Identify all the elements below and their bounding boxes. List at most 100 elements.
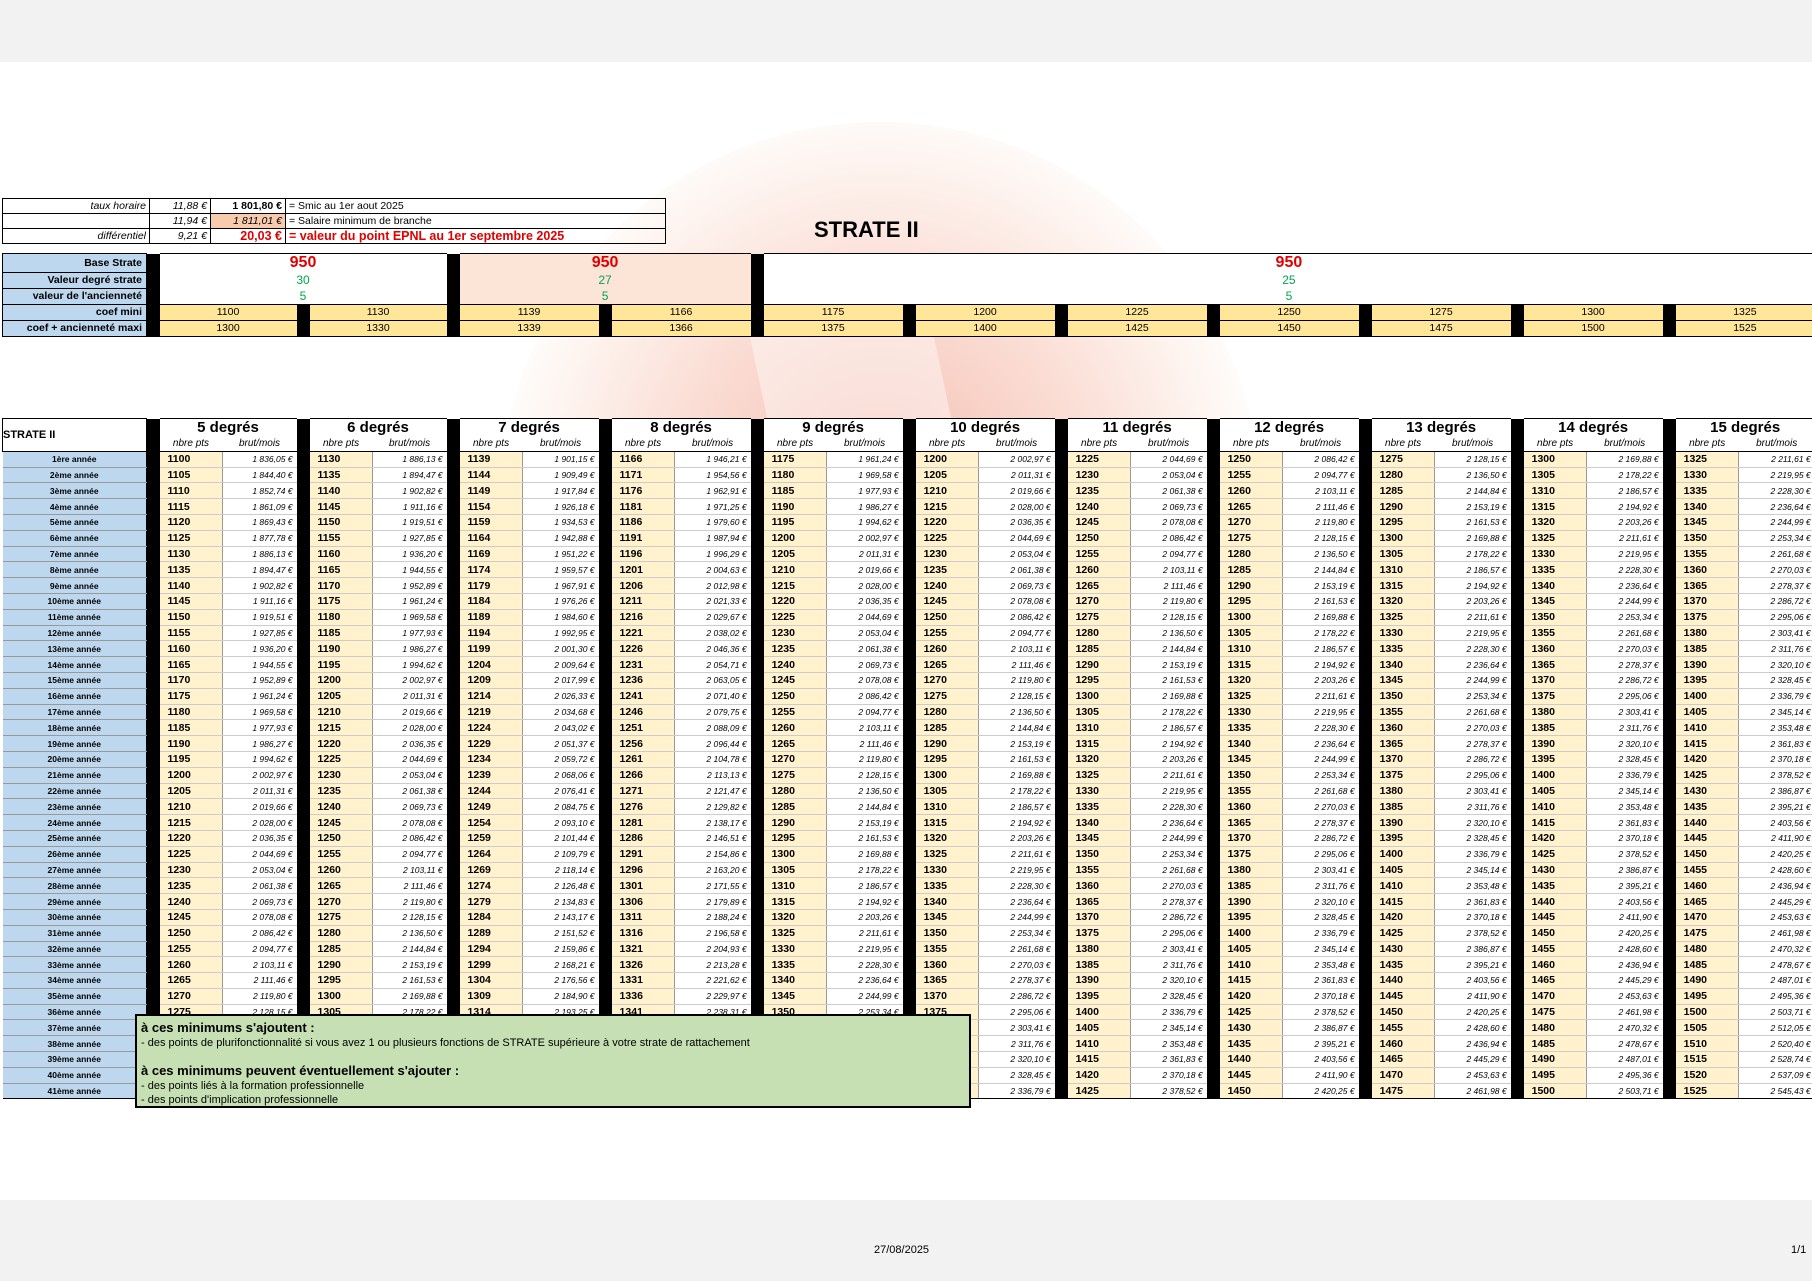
points-cell: 1245 [1067, 514, 1132, 531]
salary-cell: 2 378,52 € [1738, 767, 1812, 784]
brut-subheader: brut/mois [1738, 436, 1812, 452]
points-cell: 1315 [915, 814, 980, 831]
salary-cell: 2 054,71 € [674, 656, 751, 673]
column-separator [446, 418, 460, 1099]
salary-cell: 2 244,99 € [1586, 593, 1663, 610]
points-cell: 1159 [459, 514, 524, 531]
salary-cell: 2 178,22 € [1586, 467, 1663, 484]
degree-header: 11 degrés [1067, 418, 1207, 436]
info-desc: = Smic au 1er aout 2025 [285, 198, 666, 214]
points-cell: 1199 [459, 640, 524, 658]
points-cell: 1310 [1219, 640, 1284, 658]
brut-subheader: brut/mois [978, 436, 1055, 452]
salary-cell: 2 136,50 € [826, 783, 903, 800]
salary-cell: 1 986,27 € [372, 640, 447, 658]
points-cell: 1330 [763, 941, 828, 958]
salary-cell: 2 478,67 € [1738, 956, 1812, 974]
column-separator [1662, 320, 1676, 337]
salary-cell: 2 128,15 € [826, 767, 903, 784]
points-cell: 1340 [1219, 735, 1284, 752]
year-label: 11ème année [2, 609, 147, 626]
salary-cell: 1 902,82 € [372, 482, 447, 500]
salary-cell: 2 261,68 € [1586, 625, 1663, 642]
points-cell: 1285 [915, 719, 980, 737]
salary-cell: 1 919,51 € [372, 514, 447, 531]
salary-cell: 2 370,18 € [1282, 988, 1359, 1005]
salary-cell: 1 934,53 € [522, 514, 599, 531]
year-label: 5ème année [2, 514, 147, 531]
salary-cell: 2 203,26 € [978, 830, 1055, 847]
points-cell: 1475 [1675, 925, 1740, 942]
strate-group-cell: 27 [459, 272, 751, 288]
salary-cell: 2 161,53 € [826, 830, 903, 847]
points-cell: 1241 [611, 688, 676, 705]
salary-cell: 2 109,79 € [522, 846, 599, 863]
points-cell: 1250 [1219, 451, 1284, 468]
salary-cell: 2 053,04 € [978, 546, 1055, 563]
points-cell: 1395 [1675, 672, 1740, 689]
points-cell: 1170 [309, 577, 374, 594]
points-cell: 1105 [159, 467, 223, 484]
year-label: 13ème année [2, 640, 147, 658]
points-cell: 1250 [915, 609, 980, 626]
salary-cell: 2 219,95 € [1282, 704, 1359, 721]
points-cell: 1270 [1219, 514, 1284, 531]
note-box: à ces minimums s'ajoutent : - des points… [135, 1014, 971, 1108]
salary-cell: 2 002,97 € [222, 767, 297, 784]
points-cell: 1145 [159, 593, 223, 610]
salary-cell: 2 286,72 € [1282, 830, 1359, 847]
points-cell: 1385 [1371, 798, 1436, 816]
salary-cell: 2 144,84 € [1434, 482, 1511, 500]
salary-cell: 2 295,06 € [1586, 688, 1663, 705]
salary-cell: 2 386,87 € [1586, 862, 1663, 879]
salary-cell: 1 994,62 € [372, 656, 447, 673]
salary-cell: 2 094,77 € [372, 846, 447, 863]
points-cell: 1245 [309, 814, 374, 831]
points-cell: 1345 [1219, 751, 1284, 768]
salary-cell: 2 328,45 € [1434, 830, 1511, 847]
year-label: 37ème année [2, 1019, 147, 1037]
salary-cell: 2 002,97 € [372, 672, 447, 689]
salary-cell: 2 086,42 € [826, 688, 903, 705]
salary-cell: 2 420,25 € [1282, 1083, 1359, 1100]
salary-cell: 2 194,92 € [1434, 577, 1511, 594]
salary-cell: 2 079,75 € [674, 704, 751, 721]
points-cell: 1176 [611, 482, 676, 500]
salary-cell: 1 977,93 € [826, 482, 903, 500]
points-cell: 1305 [915, 783, 980, 800]
points-cell: 1300 [763, 846, 828, 863]
points-cell: 1285 [1067, 640, 1132, 658]
salary-cell: 2 411,90 € [1586, 909, 1663, 926]
pts-subheader: nbre pts [159, 436, 223, 452]
salary-cell: 2 036,35 € [826, 593, 903, 610]
salary-cell: 2 178,22 € [1130, 704, 1207, 721]
strate-value: 950 [591, 254, 619, 271]
points-cell: 1190 [159, 735, 223, 752]
coef-cell: 1425 [1067, 319, 1207, 337]
strate-value: 5 [1285, 288, 1293, 303]
salary-cell: 2 194,92 € [826, 893, 903, 910]
points-cell: 1336 [611, 988, 676, 1005]
points-cell: 1184 [459, 593, 524, 610]
salary-cell: 1 987,94 € [674, 530, 751, 547]
salary-cell: 2 136,50 € [1130, 625, 1207, 642]
salary-cell: 1 861,09 € [222, 498, 297, 515]
points-cell: 1280 [915, 704, 980, 721]
salary-cell: 2 028,00 € [222, 814, 297, 831]
salary-cell: 1 946,21 € [674, 451, 751, 468]
salary-cell: 2 026,33 € [522, 688, 599, 705]
points-cell: 1345 [1067, 830, 1132, 847]
points-cell: 1225 [159, 846, 223, 863]
salary-cell: 2 487,01 € [1738, 972, 1812, 989]
points-cell: 1360 [1219, 798, 1284, 816]
points-cell: 1360 [1523, 640, 1588, 658]
salary-cell: 2 103,11 € [826, 719, 903, 737]
points-cell: 1220 [309, 735, 374, 752]
points-cell: 1305 [1371, 546, 1436, 563]
salary-cell: 1 986,27 € [826, 498, 903, 515]
